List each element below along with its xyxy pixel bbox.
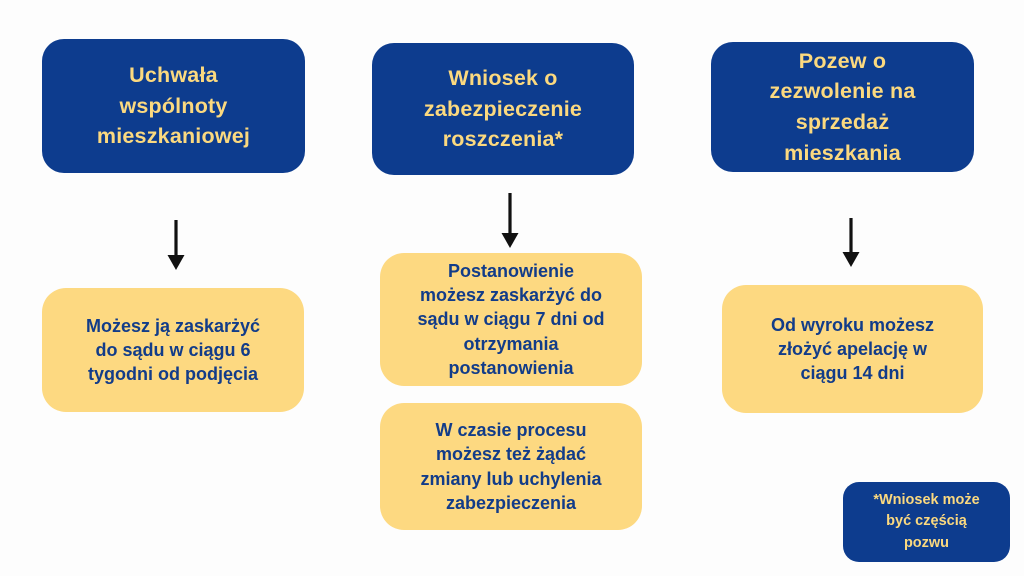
arrow-down-icon: [842, 218, 860, 267]
node-change-or-revoke-security: W czasie procesu możesz też żądać zmiany…: [380, 403, 642, 530]
node-security-motion: Wniosek o zabezpieczenie roszczenia*: [372, 43, 634, 175]
arrow-down-icon: [167, 220, 185, 270]
node-appeal-resolution: Możesz ją zaskarżyć do sądu w ciągu 6 ty…: [42, 288, 304, 412]
node-appeal-decision: Postanowienie możesz zaskarżyć do sądu w…: [380, 253, 642, 386]
footnote-box: *Wniosek może być częścią pozwu: [843, 482, 1010, 562]
arrow-down-icon: [501, 193, 519, 248]
node-appeal-verdict: Od wyroku możesz złożyć apelację w ciągu…: [722, 285, 983, 413]
node-lawsuit-sale-permission: Pozew o zezwolenie na sprzedaż mieszkani…: [711, 42, 974, 172]
node-community-resolution: Uchwała wspólnoty mieszkaniowej: [42, 39, 305, 173]
